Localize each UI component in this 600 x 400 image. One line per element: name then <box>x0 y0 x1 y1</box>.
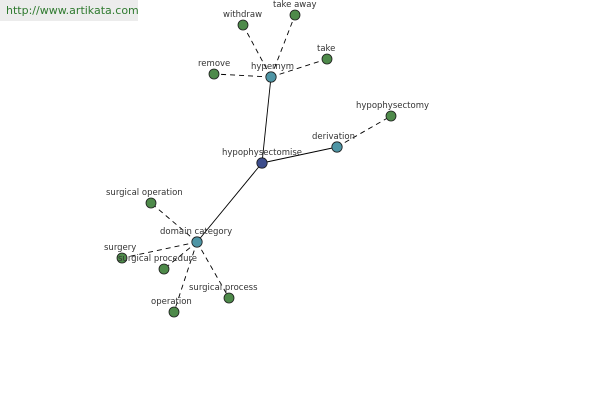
node-label-surgery: surgery <box>104 243 136 253</box>
node-label-hypophysectomy: hypophysectomy <box>356 101 429 111</box>
edge-hypernym-to-take-away <box>270 14 296 78</box>
node-label-take-away: take away <box>273 0 317 10</box>
edge-hypophysectomise-to-domain-category <box>196 162 263 243</box>
node-withdraw[interactable] <box>237 19 249 31</box>
node-label-operation: operation <box>151 297 192 307</box>
node-label-surgical-process: surgical process <box>189 283 258 293</box>
edge-hypernym-to-withdraw <box>242 24 272 78</box>
node-label-hypernym: hypernym <box>251 62 294 72</box>
node-surgical-procedure[interactable] <box>158 263 170 275</box>
edge-hypernym-to-take <box>270 58 328 78</box>
edge-derivation-to-hypophysectomy <box>336 115 392 148</box>
node-hypophysectomise[interactable] <box>256 157 268 169</box>
edge-hypophysectomise-to-derivation <box>261 146 338 164</box>
edge-domain-category-to-surgical-procedure <box>163 241 198 270</box>
node-label-remove: remove <box>198 59 230 69</box>
node-label-derivation: derivation <box>312 132 355 142</box>
node-surgical-process[interactable] <box>223 292 235 304</box>
labels-layer: hypophysectomise hypernym derivation domain… <box>104 0 429 307</box>
node-label-withdraw: withdraw <box>223 10 262 20</box>
edge-hypophysectomise-to-hypernym <box>261 76 272 164</box>
watermark-url: http://www.artikata.com <box>0 0 139 21</box>
nodes-layer <box>116 9 397 318</box>
node-label-domain-category: domain category <box>160 227 232 237</box>
edge-domain-category-to-surgical-operation <box>150 202 198 243</box>
node-label-surgical-operation: surgical operation <box>106 188 183 198</box>
edges-layer <box>121 14 392 313</box>
node-surgery[interactable] <box>116 252 128 264</box>
node-label-surgical-procedure: surgical procedure <box>118 254 197 264</box>
edge-domain-category-to-operation <box>173 241 198 313</box>
node-operation[interactable] <box>168 306 180 318</box>
node-domain-category[interactable] <box>191 236 203 248</box>
node-derivation[interactable] <box>331 141 343 153</box>
node-label-hypophysectomise: hypophysectomise <box>222 148 302 158</box>
node-take[interactable] <box>321 53 333 65</box>
node-take-away[interactable] <box>289 9 301 21</box>
node-remove[interactable] <box>208 68 220 80</box>
node-hypophysectomy[interactable] <box>385 110 397 122</box>
edge-domain-category-to-surgery <box>121 241 198 259</box>
node-label-take: take <box>317 44 335 54</box>
node-hypernym[interactable] <box>265 71 277 83</box>
edge-hypernym-to-remove <box>213 73 272 78</box>
edge-domain-category-to-surgical-process <box>196 241 230 299</box>
node-surgical-operation[interactable] <box>145 197 157 209</box>
